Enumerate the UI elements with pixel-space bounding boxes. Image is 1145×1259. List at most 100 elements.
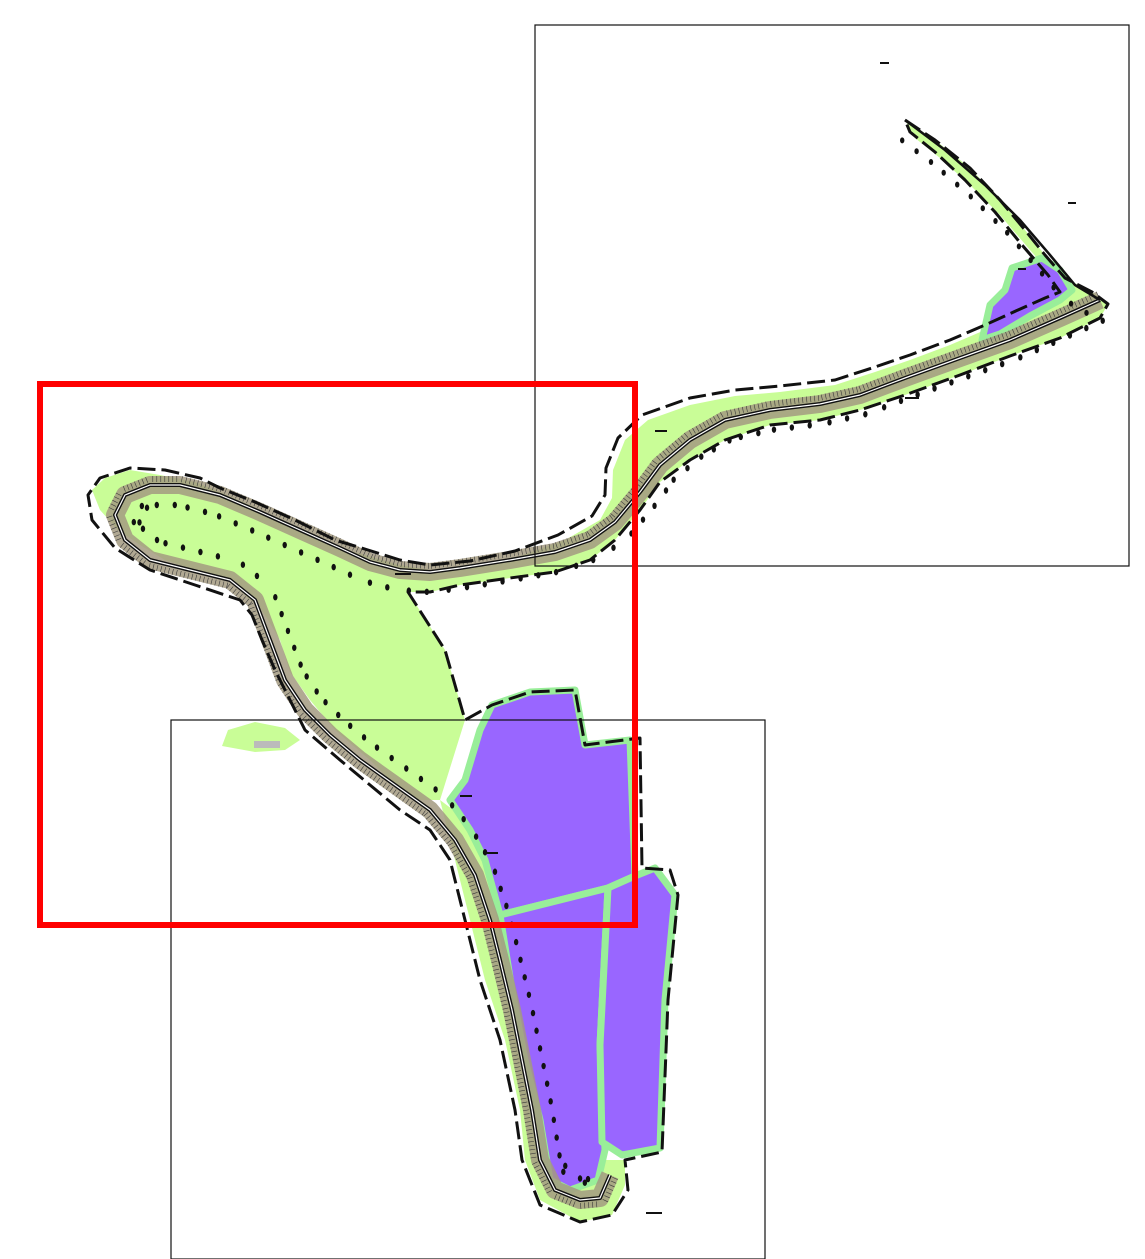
slope-hatch xyxy=(521,1101,528,1104)
tree-dot xyxy=(522,974,527,981)
slope-hatch xyxy=(517,1082,524,1084)
slope-hatch xyxy=(486,941,493,944)
tree-dot xyxy=(202,508,208,516)
slope-hatch xyxy=(1019,325,1023,332)
slope-hatch xyxy=(734,408,737,415)
slope-hatch xyxy=(477,555,480,562)
slope-hatch xyxy=(730,409,733,416)
slope-hatch xyxy=(761,402,764,409)
slope-hatch xyxy=(200,481,203,488)
slope-hatch xyxy=(272,670,279,674)
label-mark-parcel-mid xyxy=(483,852,498,854)
slope-hatch xyxy=(524,1117,531,1119)
slope-hatch xyxy=(109,523,116,526)
slope-hatch xyxy=(526,1129,533,1131)
slope-hatch xyxy=(677,437,683,443)
slope-hatch xyxy=(532,1161,538,1165)
slope-hatch xyxy=(122,485,126,492)
slope-hatch xyxy=(774,400,776,407)
slope-hatch xyxy=(519,1093,526,1096)
slope-hatch xyxy=(640,476,646,481)
slope-hatch xyxy=(498,992,505,995)
slope-hatch xyxy=(313,726,318,732)
slope-hatch xyxy=(798,397,800,404)
tree-dot xyxy=(433,786,438,793)
slope-hatch xyxy=(505,1023,512,1025)
tree-dot xyxy=(154,536,160,544)
slope-hatch xyxy=(476,907,483,910)
slope-hatch xyxy=(366,770,371,776)
slope-hatch xyxy=(1055,309,1059,316)
tree-dot xyxy=(949,379,954,386)
slope-hatch xyxy=(469,884,476,887)
slope-hatch xyxy=(537,1172,544,1176)
slope-hatch xyxy=(340,750,345,756)
slope-hatch xyxy=(195,574,198,581)
slope-hatch xyxy=(570,537,573,543)
tree-dot xyxy=(298,549,304,556)
slope-hatch xyxy=(515,1074,522,1076)
slope-hatch xyxy=(778,399,780,406)
slope-hatch xyxy=(615,506,621,512)
slope-hatch xyxy=(765,401,768,408)
slope-hatch xyxy=(1048,312,1052,319)
tree-dot xyxy=(915,391,920,398)
slope-hatch xyxy=(304,718,310,723)
slope-hatch xyxy=(459,863,466,867)
slope-hatch xyxy=(1044,314,1048,321)
slope-hatch xyxy=(468,880,474,884)
tree-dot xyxy=(1028,257,1033,264)
tree-dot xyxy=(671,476,676,483)
slope-hatch xyxy=(372,775,377,781)
slope-hatch xyxy=(533,1165,540,1169)
slope-hatch xyxy=(508,1034,515,1037)
slope-hatch xyxy=(832,391,835,398)
slope-hatch xyxy=(566,538,570,545)
tree-dot xyxy=(279,610,284,618)
slope-hatch xyxy=(501,1003,508,1006)
slope-hatch xyxy=(952,350,956,357)
slope-hatch xyxy=(526,1133,533,1135)
tree-dot xyxy=(530,1009,536,1017)
slope-hatch xyxy=(511,1050,518,1053)
slope-hatch xyxy=(529,547,531,554)
slope-hatch xyxy=(856,386,858,393)
tree-dot xyxy=(1018,354,1023,361)
slope-hatch xyxy=(518,1085,525,1088)
slope-hatch xyxy=(461,866,468,871)
slope-hatch xyxy=(586,531,591,537)
slope-hatch xyxy=(572,1201,576,1208)
slope-hatch xyxy=(504,1015,511,1018)
slope-hatch xyxy=(497,552,500,559)
slope-hatch xyxy=(540,1179,547,1183)
tree-dot xyxy=(993,217,998,224)
slope-hatch xyxy=(224,487,228,494)
slope-hatch xyxy=(241,596,246,602)
slope-hatch xyxy=(523,1113,530,1115)
tree-dot xyxy=(292,644,297,651)
slope-hatch xyxy=(499,995,506,998)
slope-hatch xyxy=(1077,299,1081,306)
slope-hatch xyxy=(569,1199,572,1206)
slope-hatch xyxy=(451,849,458,854)
tree-dot xyxy=(315,556,320,564)
slope-hatch xyxy=(423,812,429,817)
slope-hatch xyxy=(489,953,496,956)
slope-hatch xyxy=(507,1031,514,1033)
slope-hatch xyxy=(858,385,862,392)
slope-hatch xyxy=(106,515,113,519)
slope-hatch xyxy=(307,721,313,726)
slope-hatch xyxy=(659,453,664,459)
selection-frame-red[interactable] xyxy=(37,381,638,928)
slope-hatch xyxy=(593,526,598,532)
tree-dot xyxy=(966,373,971,380)
slope-hatch xyxy=(1001,333,1005,340)
slope-hatch xyxy=(922,361,926,368)
slope-hatch xyxy=(175,569,178,576)
tree-dot xyxy=(1016,243,1022,250)
tree-dot xyxy=(577,1175,583,1182)
slope-hatch xyxy=(604,1195,610,1199)
slope-hatch xyxy=(813,395,816,402)
tree-dot xyxy=(640,516,646,523)
